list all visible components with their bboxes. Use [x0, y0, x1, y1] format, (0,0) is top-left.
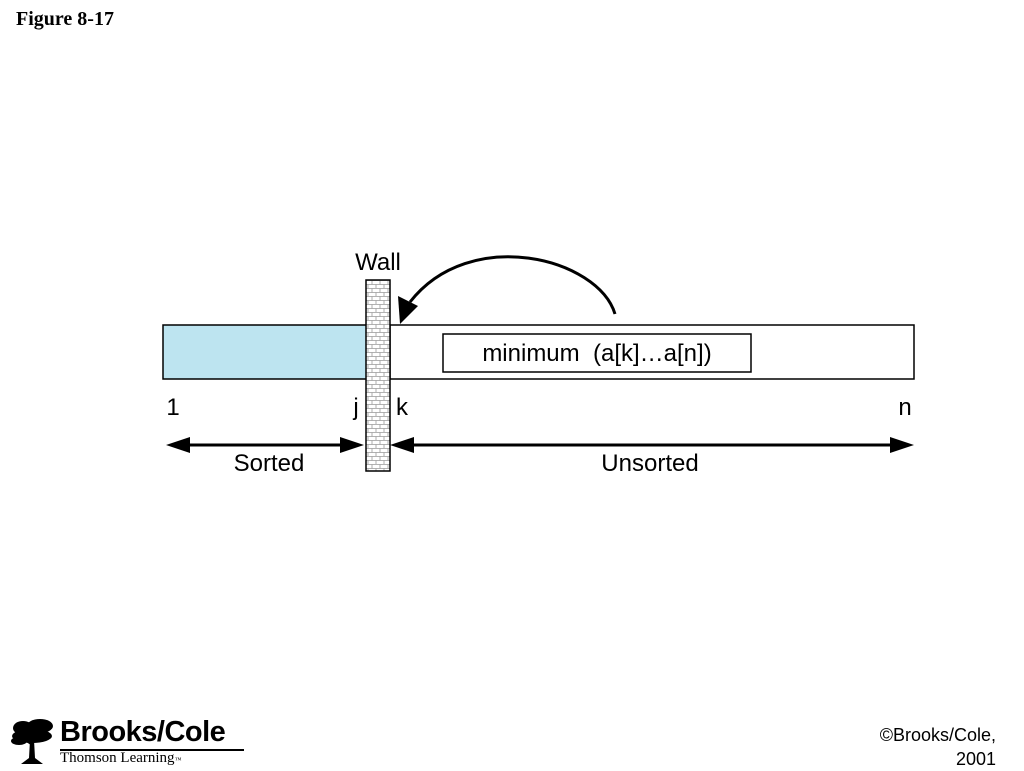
logo-subtitle-text: Thomson Learning — [60, 750, 175, 766]
logo-name: Brooks/Cole — [60, 716, 226, 748]
copyright-line-2: 2001 — [955, 749, 996, 769]
index-label-k: k — [396, 394, 409, 421]
copyright-line-1: ©Brooks/Cole, — [879, 725, 996, 745]
sorted-label: Sorted — [234, 450, 305, 477]
logo-subtitle: Thomson Learning™ — [60, 750, 181, 767]
minimum-label: minimum (a[k]…a[n]) — [482, 340, 711, 367]
index-label-j: j — [352, 394, 358, 421]
tree-icon — [11, 719, 53, 764]
sorted-arrow-right-head — [340, 437, 364, 453]
minimum-box — [442, 333, 752, 373]
index-label-1: 1 — [166, 394, 179, 421]
index-label-n: n — [898, 394, 911, 421]
figure-label: Figure 8-17 — [16, 8, 114, 30]
sorted-region — [162, 324, 368, 380]
sorted-arrow-left-head — [166, 437, 190, 453]
unsorted-arrow-right-head — [890, 437, 914, 453]
swap-arrow-head — [398, 296, 418, 324]
copyright-notice: ©Brooks/Cole, 2001 — [880, 723, 996, 771]
unsorted-arrow-left-head — [390, 437, 414, 453]
logo-rule — [60, 749, 244, 751]
wall — [365, 279, 391, 472]
trademark-mark: ™ — [174, 756, 182, 764]
brooks-cole-logo: Brooks/Cole Thomson Learning™ — [10, 716, 250, 767]
unsorted-label: Unsorted — [601, 450, 698, 477]
swap-arrow — [408, 255, 617, 315]
wall-label: Wall — [355, 249, 401, 276]
